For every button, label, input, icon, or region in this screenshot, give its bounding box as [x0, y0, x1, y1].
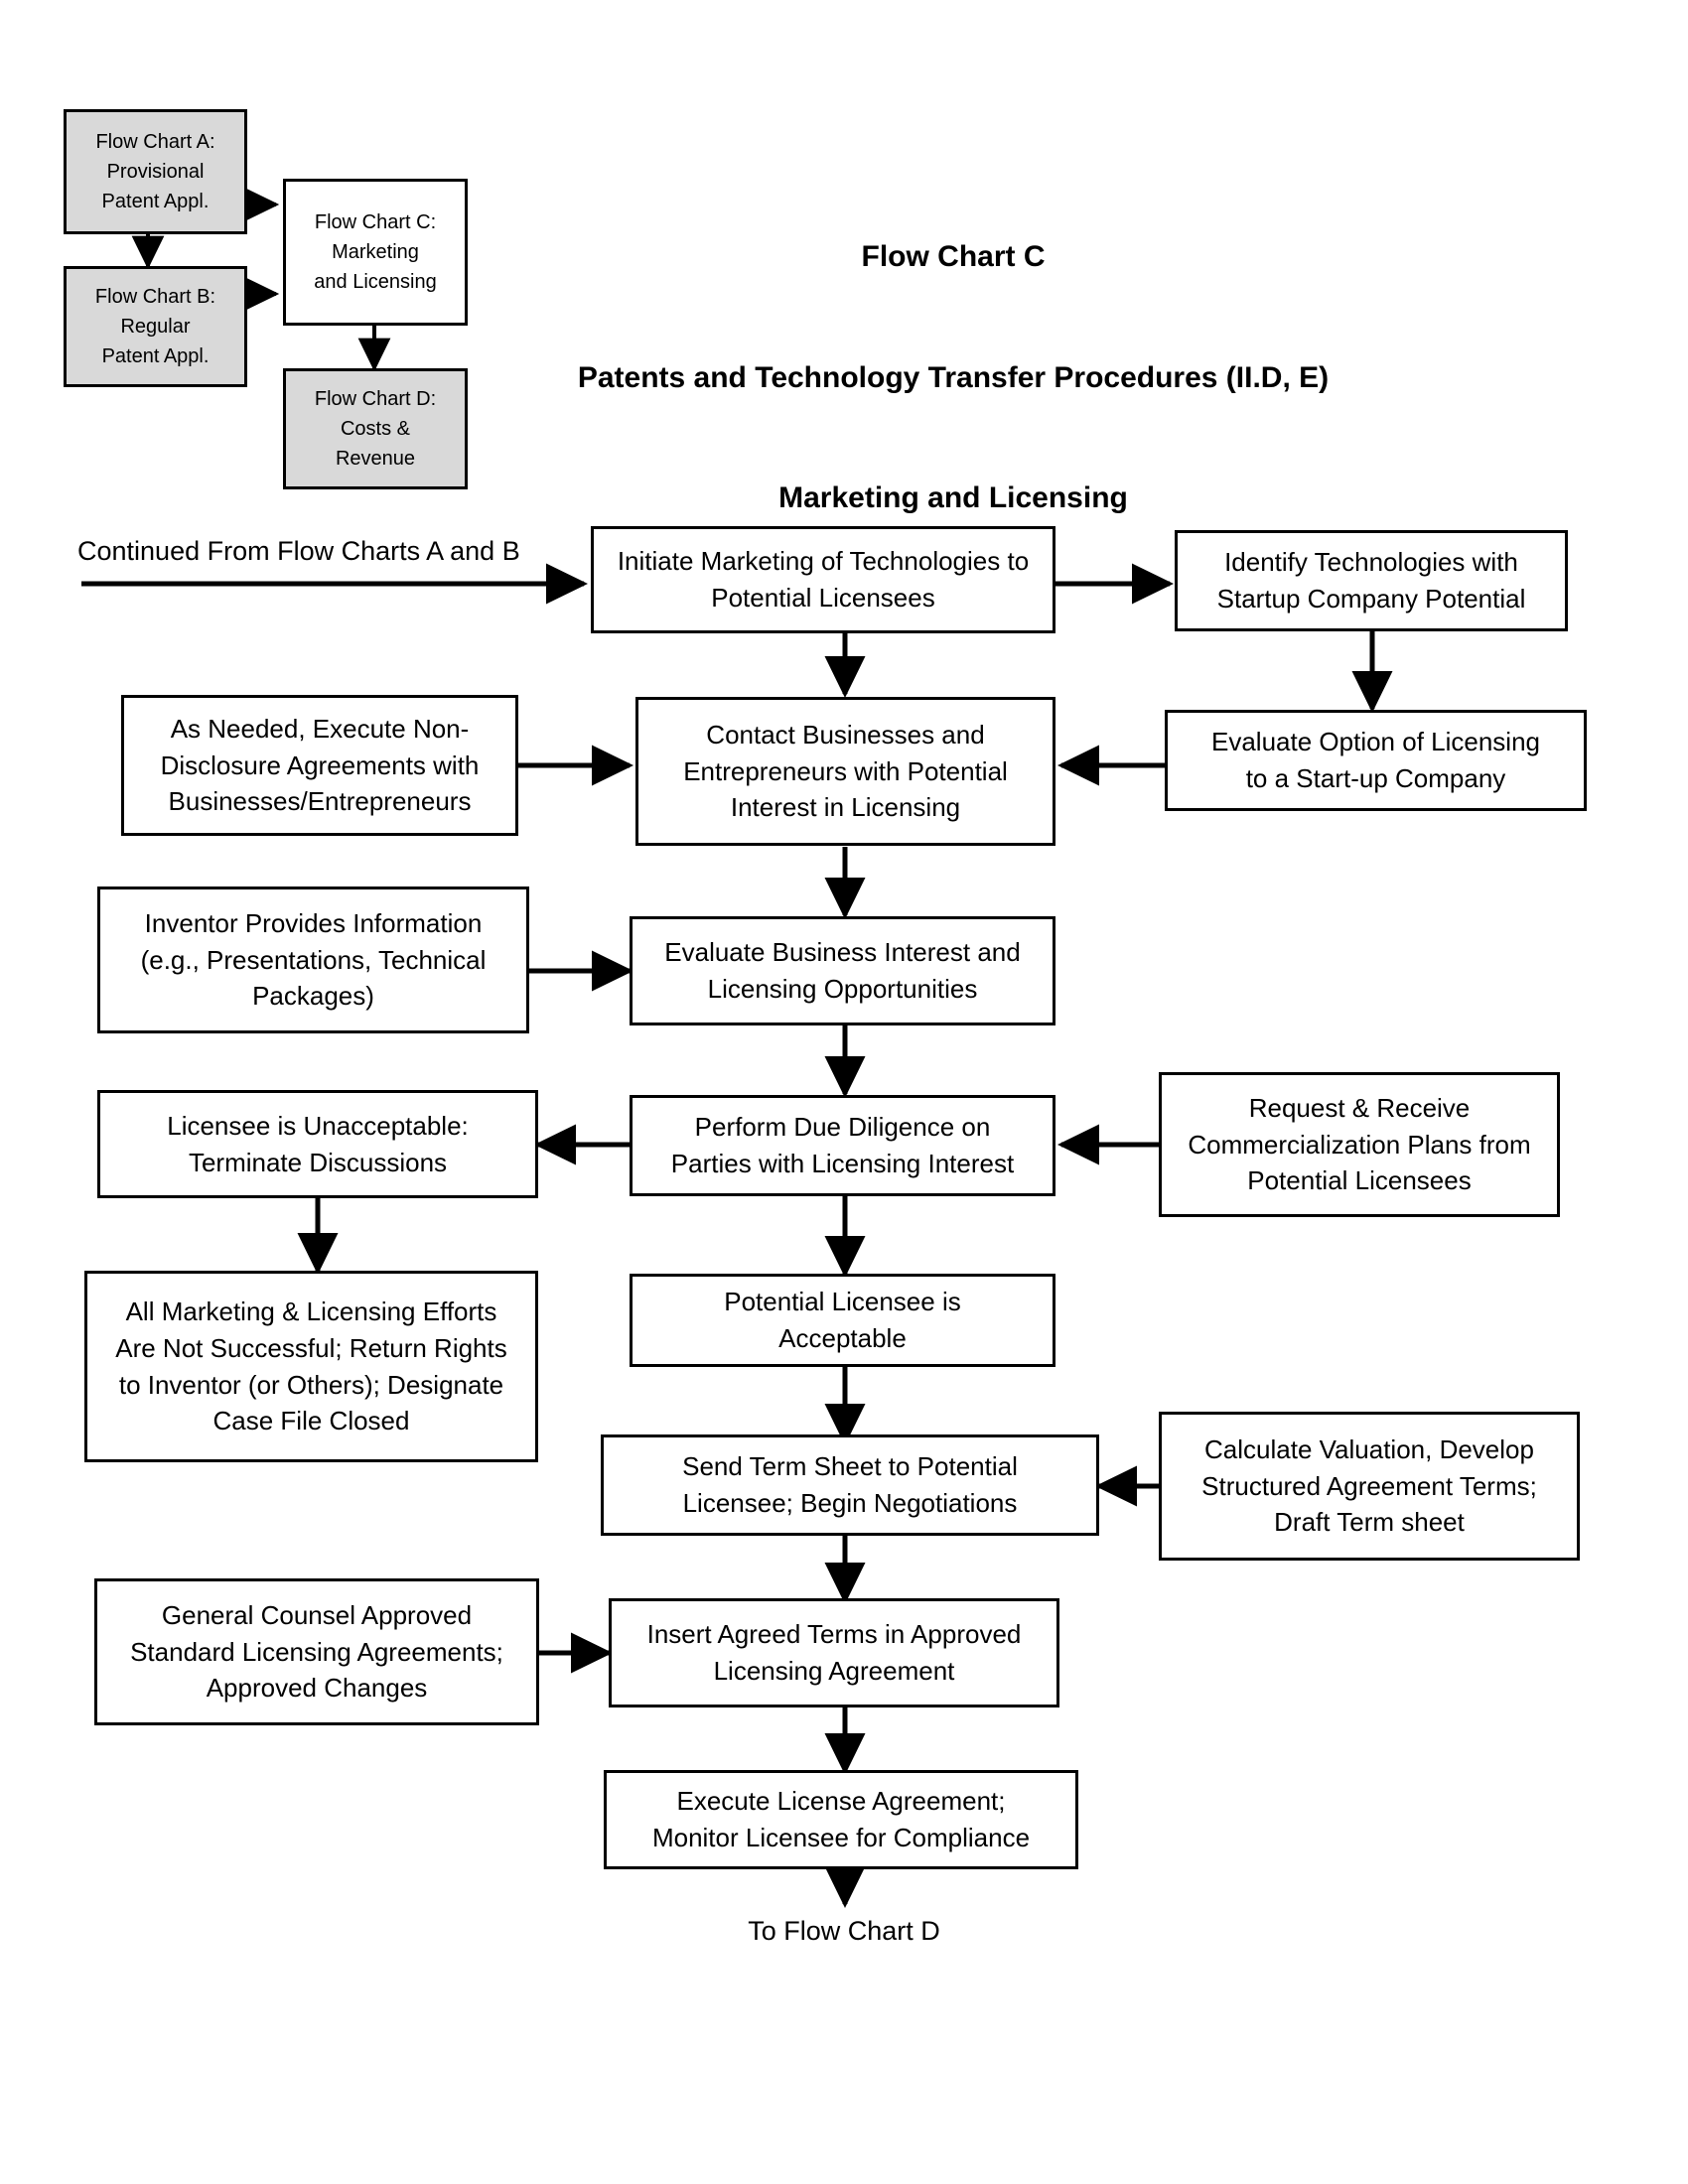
- legend-box-flow-chart-b[interactable]: Flow Chart B: Regular Patent Appl.: [64, 266, 247, 387]
- node-identify-startup-technologies-label: Identify Technologies with Startup Compa…: [1216, 547, 1526, 614]
- node-perform-due-diligence[interactable]: Perform Due Diligence on Parties with Li…: [630, 1095, 1055, 1196]
- node-general-counsel-agreements-label: General Counsel Approved Standard Licens…: [130, 1599, 503, 1704]
- node-insert-agreed-terms-label: Insert Agreed Terms in Approved Licensin…: [646, 1619, 1022, 1686]
- continued-from-label: Continued From Flow Charts A and B: [77, 536, 520, 566]
- page-title: Flow Chart C Patents and Technology Tran…: [427, 167, 1479, 590]
- page-title-line-1: Flow Chart C: [861, 239, 1046, 273]
- legend-box-flow-chart-a[interactable]: Flow Chart A: Provisional Patent Appl.: [64, 109, 247, 234]
- node-marketing-not-successful-label: All Marketing & Licensing Efforts Are No…: [115, 1296, 507, 1436]
- node-execute-nda[interactable]: As Needed, Execute Non- Disclosure Agree…: [121, 695, 518, 836]
- node-evaluate-startup-licensing-option[interactable]: Evaluate Option of Licensing to a Start-…: [1165, 710, 1587, 811]
- node-initiate-marketing-label: Initiate Marketing of Technologies to Po…: [617, 546, 1030, 613]
- node-insert-agreed-terms[interactable]: Insert Agreed Terms in Approved Licensin…: [609, 1598, 1059, 1707]
- node-evaluate-business-interest[interactable]: Evaluate Business Interest and Licensing…: [630, 916, 1055, 1025]
- node-general-counsel-agreements[interactable]: General Counsel Approved Standard Licens…: [94, 1578, 539, 1725]
- node-execute-license-agreement[interactable]: Execute License Agreement; Monitor Licen…: [604, 1770, 1078, 1869]
- node-execute-nda-label: As Needed, Execute Non- Disclosure Agree…: [160, 713, 480, 817]
- node-licensee-unacceptable[interactable]: Licensee is Unacceptable: Terminate Disc…: [97, 1090, 538, 1198]
- node-identify-startup-technologies[interactable]: Identify Technologies with Startup Compa…: [1175, 530, 1568, 631]
- node-perform-due-diligence-label: Perform Due Diligence on Parties with Li…: [670, 1112, 1015, 1178]
- legend-box-flow-chart-b-label: Flow Chart B: Regular Patent Appl.: [94, 286, 216, 367]
- node-licensee-unacceptable-label: Licensee is Unacceptable: Terminate Disc…: [167, 1110, 469, 1177]
- node-contact-businesses-label: Contact Businesses and Entrepreneurs wit…: [683, 719, 1008, 823]
- node-evaluate-startup-licensing-option-label: Evaluate Option of Licensing to a Start-…: [1211, 727, 1540, 793]
- node-contact-businesses[interactable]: Contact Businesses and Entrepreneurs wit…: [635, 697, 1055, 846]
- node-evaluate-business-interest-label: Evaluate Business Interest and Licensing…: [664, 937, 1021, 1004]
- node-request-commercialization-plans[interactable]: Request & Receive Commercialization Plan…: [1159, 1072, 1560, 1217]
- node-execute-license-agreement-label: Execute License Agreement; Monitor Licen…: [651, 1786, 1031, 1852]
- to-flow-chart-d-label: To Flow Chart D: [748, 1916, 940, 1946]
- node-inventor-provides-information[interactable]: Inventor Provides Information (e.g., Pre…: [97, 887, 529, 1033]
- legend-box-flow-chart-a-label: Flow Chart A: Provisional Patent Appl.: [95, 131, 215, 212]
- node-inventor-provides-information-label: Inventor Provides Information (e.g., Pre…: [140, 907, 487, 1012]
- legend-box-flow-chart-c-label: Flow Chart C: Marketing and Licensing: [314, 211, 437, 293]
- node-calculate-valuation-label: Calculate Valuation, Develop Structured …: [1201, 1433, 1537, 1538]
- node-send-term-sheet[interactable]: Send Term Sheet to Potential Licensee; B…: [601, 1434, 1099, 1536]
- node-potential-licensee-acceptable[interactable]: Potential Licensee is Acceptable: [630, 1274, 1055, 1367]
- node-marketing-not-successful[interactable]: All Marketing & Licensing Efforts Are No…: [84, 1271, 538, 1462]
- node-request-commercialization-plans-label: Request & Receive Commercialization Plan…: [1188, 1092, 1531, 1196]
- legend-box-flow-chart-c[interactable]: Flow Chart C: Marketing and Licensing: [283, 179, 468, 326]
- node-send-term-sheet-label: Send Term Sheet to Potential Licensee; B…: [682, 1451, 1018, 1518]
- node-potential-licensee-acceptable-label: Potential Licensee is Acceptable: [724, 1287, 961, 1353]
- node-initiate-marketing[interactable]: Initiate Marketing of Technologies to Po…: [591, 526, 1055, 633]
- legend-box-flow-chart-d-label: Flow Chart D: Costs & Revenue: [314, 388, 437, 470]
- page-title-line-2: Patents and Technology Transfer Procedur…: [577, 360, 1330, 394]
- page-title-line-3: Marketing and Licensing: [778, 481, 1128, 515]
- legend-box-flow-chart-d[interactable]: Flow Chart D: Costs & Revenue: [283, 368, 468, 489]
- node-calculate-valuation[interactable]: Calculate Valuation, Develop Structured …: [1159, 1412, 1580, 1561]
